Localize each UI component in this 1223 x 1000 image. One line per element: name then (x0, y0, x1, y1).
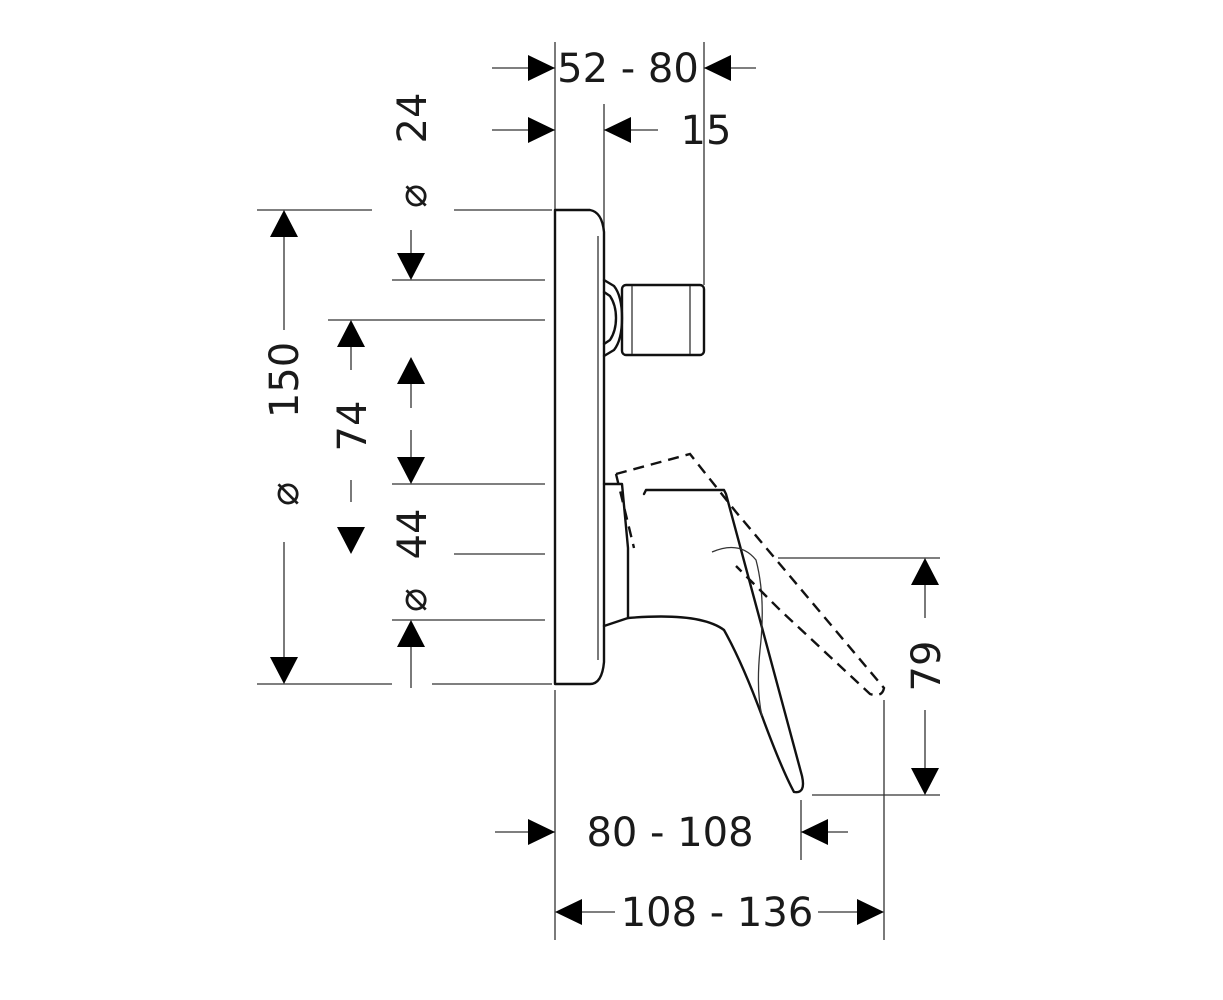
arrowheads (270, 55, 939, 925)
extension-lines (257, 42, 940, 940)
dim-plate-diameter: 150 (262, 342, 308, 418)
dim-knob-diameter: 24 (390, 93, 436, 144)
diameter-symbol-plate: ⌀ (262, 482, 308, 506)
diameter-symbol-knob: ⌀ (390, 184, 436, 208)
lever-body (602, 482, 630, 628)
dim-lever-reach: 80 - 108 (586, 810, 753, 856)
dim-handle-offset: 15 (681, 108, 732, 154)
diameter-symbol-recess: ⌀ (390, 588, 436, 612)
faucet-outline (553, 208, 886, 794)
wall-plate (553, 208, 606, 686)
diverter-knob (602, 278, 706, 358)
lever-handle (626, 488, 805, 794)
dim-projection-range: 52 - 80 (557, 46, 699, 92)
dimension-labels: 52 - 80 15 24 ⌀ 150 ⌀ 74 44 ⌀ 79 80 - 10… (262, 46, 950, 936)
lever-alt-position (615, 452, 886, 697)
dim-total-reach: 108 - 136 (621, 890, 814, 936)
dim-recess-diameter: 44 (390, 509, 436, 560)
dim-center-height: 74 (330, 401, 376, 452)
dim-lever-drop: 79 (904, 641, 950, 692)
